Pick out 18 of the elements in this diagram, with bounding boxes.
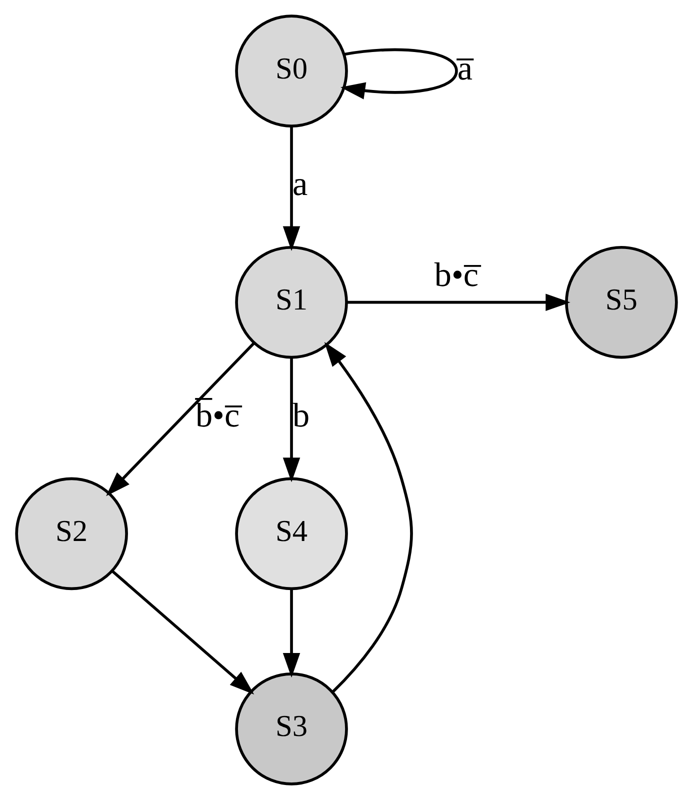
node-circle: S5: [564, 246, 678, 359]
node-circle: S2: [14, 477, 128, 590]
arrow: [106, 342, 255, 496]
edge-label: b•c̅: [434, 257, 478, 294]
arrow: [340, 48, 458, 100]
arrow: [282, 588, 300, 678]
arrow: [346, 294, 570, 311]
arrow: [282, 358, 300, 482]
arrow: [282, 126, 300, 251]
arrow: [111, 570, 254, 695]
edge-label: a̅: [456, 50, 472, 88]
arrow: [324, 342, 412, 693]
node-circle: S4: [234, 477, 348, 590]
node-circle: S0: [234, 14, 348, 128]
node-circle: S3: [234, 672, 348, 786]
edge-label: b̅•c̅: [194, 397, 240, 434]
node-circle: S1: [234, 246, 348, 359]
edge-label: a: [292, 166, 308, 204]
